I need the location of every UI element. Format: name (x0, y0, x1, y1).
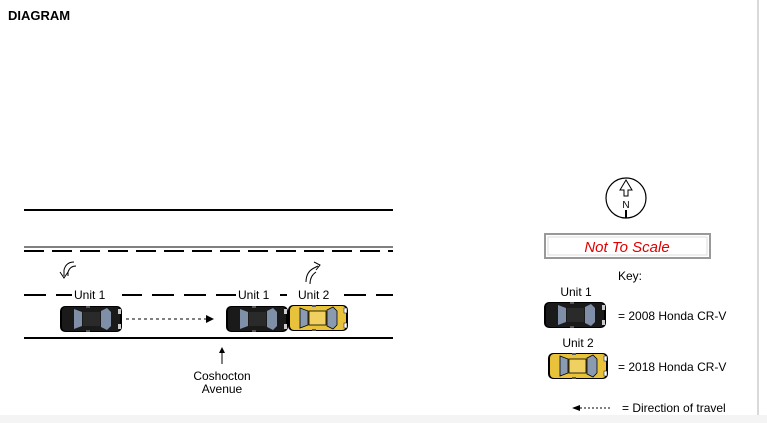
unit2-position (287, 304, 349, 332)
unit1-initial-position (60, 306, 122, 332)
bottom-strip (0, 415, 767, 423)
diagram-title: DIAGRAM (8, 8, 71, 23)
key-unit1-vehicle (544, 302, 606, 328)
curved-arrow-icon-left (59, 261, 77, 279)
street-name-line2: Avenue (202, 382, 243, 396)
key-unit2-vehicle (547, 352, 609, 380)
key-direction-arrowhead (572, 405, 580, 411)
north-arrow-icon: N (605, 177, 647, 219)
key-unit1-desc: = 2008 Honda CR-V (618, 309, 726, 323)
key-unit2-label: Unit 2 (562, 336, 594, 350)
key-title: Key: (618, 269, 642, 283)
street-name-line1: Coshocton (193, 369, 250, 383)
key-unit2-desc: = 2018 Honda CR-V (618, 360, 726, 374)
key-direction-desc: = Direction of travel (622, 401, 726, 415)
travel-arrowhead (206, 315, 214, 323)
north-letter: N (622, 200, 629, 211)
unit-label-1a: Unit 1 (74, 288, 106, 302)
right-divider (757, 0, 759, 423)
unit-label-2: Unit 2 (298, 288, 330, 302)
unit-label-1b: Unit 1 (238, 288, 270, 302)
key-unit1-label: Unit 1 (560, 285, 592, 299)
unit1-final-position (226, 306, 288, 332)
scale-note-box (544, 233, 711, 259)
scale-note: Not To Scale (584, 239, 669, 256)
curved-arrow-icon-right (305, 261, 321, 285)
